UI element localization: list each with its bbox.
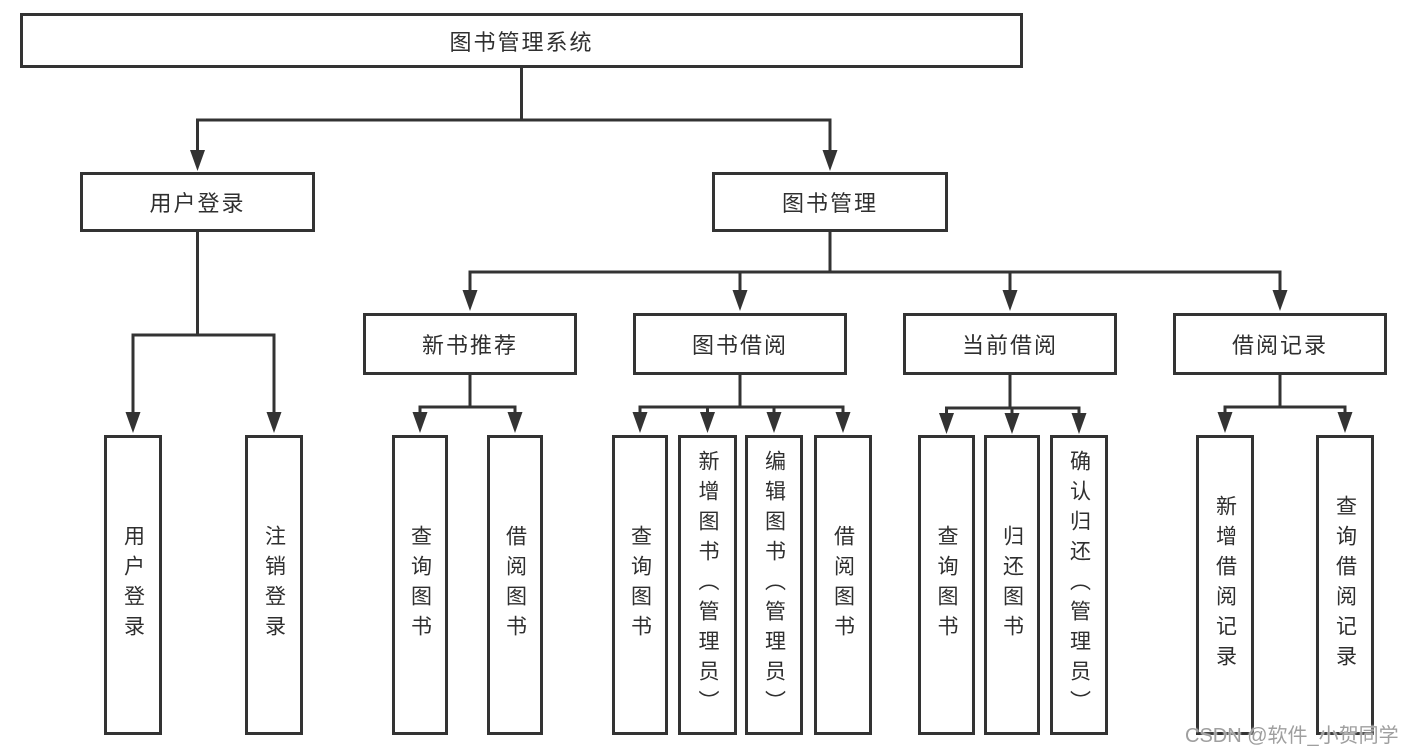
arrowhead-icon <box>766 412 782 433</box>
node-label: 借阅记录 <box>1231 333 1328 358</box>
node-leaf-query-books: 查询图书 <box>392 435 448 735</box>
connector-borrow-records-to-leaves <box>1223 373 1347 417</box>
node-label: 图书借阅 <box>691 333 788 358</box>
arrowhead-icon <box>732 290 748 311</box>
node-label: 编辑图书（管理员） <box>762 450 786 720</box>
arrowhead-icon <box>266 412 282 433</box>
arrowhead-icon <box>1004 413 1020 434</box>
connector-current-borrow-to-leaves <box>945 373 1081 418</box>
node-label: 查询图书 <box>628 525 652 645</box>
node-root-system: 图书管理系统 <box>20 13 1023 68</box>
node-label: 新增图书（管理员） <box>696 450 719 720</box>
node-current-borrow: 当前借阅 <box>903 313 1117 375</box>
node-leaf-borrow-books: 借阅图书 <box>487 435 543 735</box>
arrowhead-icon <box>1002 290 1018 311</box>
node-new-book-recommend: 新书推荐 <box>363 313 577 375</box>
node-book-borrow: 图书借阅 <box>633 313 847 375</box>
node-label: 借阅图书 <box>831 525 855 645</box>
arrowhead-icon <box>1217 412 1233 433</box>
arrowhead-icon <box>700 412 715 433</box>
node-leaf-query-borrow-record: 查询借阅记录 <box>1316 435 1374 735</box>
connector-user-login-to-leaves <box>131 230 276 417</box>
arrowhead-icon <box>1272 290 1288 311</box>
node-label: 图书管理系统 <box>449 29 594 55</box>
arrowhead-icon <box>190 150 205 171</box>
connector-book-borrow-to-leaves <box>638 373 845 417</box>
arrowhead-icon <box>835 412 851 433</box>
arrowhead-icon <box>632 412 648 433</box>
node-label: 借阅图书 <box>503 525 527 645</box>
node-leaf-query-books: 查询图书 <box>612 435 668 735</box>
csdn-watermark: CSDN @软件_小贺同学 <box>1185 725 1399 747</box>
node-user-login: 用户登录 <box>80 172 315 232</box>
node-leaf-confirm-return-admin: 确认归还（管理员） <box>1050 435 1108 735</box>
node-label: 用户登录 <box>121 525 145 645</box>
node-leaf-logout: 注销登录 <box>245 435 303 735</box>
node-label: 归还图书 <box>1000 525 1024 645</box>
node-label: 用户登录 <box>149 191 246 216</box>
connector-root-to-level2 <box>196 66 832 155</box>
arrowhead-icon <box>125 412 141 433</box>
node-label: 新增借阅记录 <box>1213 495 1237 675</box>
arrowhead-icon <box>462 290 478 311</box>
node-leaf-borrow-books: 借阅图书 <box>814 435 872 735</box>
node-book-management: 图书管理 <box>712 172 948 232</box>
node-leaf-add-books-admin: 新增图书（管理员） <box>678 435 737 735</box>
node-label: 当前借阅 <box>961 333 1058 358</box>
connector-new-book-recommend-to-leaves <box>418 373 517 417</box>
node-borrow-records: 借阅记录 <box>1173 313 1387 375</box>
connector-book-management-to-level3 <box>468 230 1282 295</box>
arrowhead-icon <box>939 413 954 434</box>
arrowhead-icon <box>1337 412 1353 433</box>
node-label: 注销登录 <box>262 525 286 645</box>
node-leaf-query-books: 查询图书 <box>918 435 975 735</box>
node-label: 图书管理 <box>781 191 878 216</box>
node-leaf-add-borrow-record: 新增借阅记录 <box>1196 435 1254 735</box>
node-label: 确认归还（管理员） <box>1067 450 1091 720</box>
node-label: 新书推荐 <box>421 333 518 358</box>
arrowhead-icon <box>507 412 523 433</box>
arrowhead-icon <box>822 150 838 171</box>
node-label: 查询图书 <box>935 525 958 645</box>
arrowhead-icon <box>412 412 428 433</box>
node-label: 查询借阅记录 <box>1333 495 1357 675</box>
node-leaf-user-login: 用户登录 <box>104 435 162 735</box>
node-leaf-return-books: 归还图书 <box>984 435 1040 735</box>
arrowhead-icon <box>1071 413 1087 434</box>
node-label: 查询图书 <box>408 525 432 645</box>
arrowheads <box>125 150 1353 434</box>
node-leaf-edit-books-admin: 编辑图书（管理员） <box>745 435 803 735</box>
